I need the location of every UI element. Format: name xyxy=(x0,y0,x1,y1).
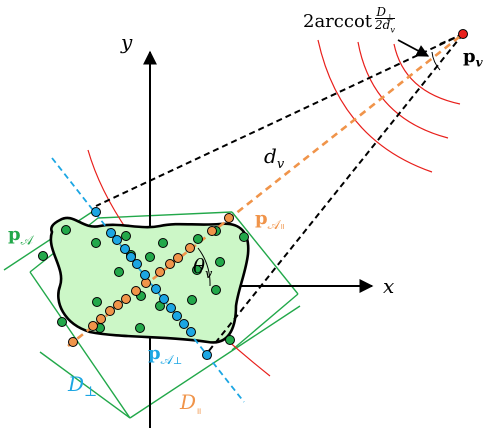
y-axis-label: y xyxy=(121,30,133,54)
ray-to-bottom-tangent xyxy=(207,33,464,353)
green-point xyxy=(158,238,168,248)
blue-point xyxy=(186,327,196,337)
green-points xyxy=(38,225,249,345)
arc-3 xyxy=(393,43,461,105)
d-par-bracket xyxy=(129,305,301,419)
green-point xyxy=(57,317,67,327)
blue-point xyxy=(172,311,182,321)
orange-point xyxy=(207,226,217,236)
blue-point xyxy=(179,319,189,329)
blue-point xyxy=(166,303,176,313)
orange-point xyxy=(173,253,183,263)
projection-frame xyxy=(3,209,301,419)
green-point xyxy=(225,335,235,345)
orange-point xyxy=(113,300,123,310)
green-point xyxy=(211,285,221,295)
green-point xyxy=(135,323,145,333)
green-point xyxy=(187,295,197,305)
orange-point xyxy=(105,306,115,316)
green-point xyxy=(114,267,124,277)
angle-label: θv xyxy=(193,254,213,282)
frame-line-top xyxy=(97,211,233,219)
d-par-label: D॥ xyxy=(180,390,202,417)
blue-point xyxy=(91,207,101,217)
orange-point xyxy=(121,294,131,304)
green-point xyxy=(92,297,102,307)
arc-2 xyxy=(357,41,449,139)
d-perp-bracket xyxy=(39,351,131,419)
orange-point xyxy=(88,321,98,331)
orange-points xyxy=(68,213,234,347)
green-point xyxy=(239,232,249,242)
blue-point xyxy=(140,270,150,280)
blue-point xyxy=(106,228,116,238)
green-point xyxy=(192,265,202,275)
viewpoint-marker xyxy=(458,29,468,39)
perpendicular-projection-label: p𝒜⊥ xyxy=(148,343,183,368)
green-point xyxy=(215,257,225,267)
green-point xyxy=(61,225,71,235)
orange-point xyxy=(131,286,141,296)
blue-point xyxy=(126,252,136,262)
blue-point xyxy=(112,235,122,245)
arccot-pointer-arrow xyxy=(397,39,430,57)
arccot-prefix: 2arccot xyxy=(303,10,373,32)
green-point xyxy=(38,251,48,261)
arccot-fraction: D⊥ 2dv xyxy=(375,5,395,35)
d-perp-label: D⊥ xyxy=(68,372,98,400)
orange-point xyxy=(185,243,195,253)
green-point xyxy=(121,231,131,241)
ray-to-top-tangent xyxy=(95,33,464,207)
blue-point xyxy=(159,294,169,304)
arc-1 xyxy=(317,39,433,173)
parallel-projection-label: p𝒜॥ xyxy=(255,208,285,233)
orange-point xyxy=(68,337,78,347)
viewpoint-label: pv xyxy=(463,46,483,70)
blue-points xyxy=(91,207,212,360)
viewpoint-angle-arc xyxy=(431,51,441,71)
blue-point xyxy=(151,284,161,294)
frame-line-right xyxy=(231,211,299,295)
x-axis-label: x xyxy=(383,274,395,298)
orange-point xyxy=(155,267,165,277)
arccot-label: 2arccot D⊥ 2dv xyxy=(303,5,396,35)
orange-point xyxy=(96,314,106,324)
green-point xyxy=(91,238,101,248)
distance-label: dv xyxy=(264,144,285,172)
blue-point xyxy=(132,259,142,269)
orange-point xyxy=(165,259,175,269)
frame-line-bottom-right xyxy=(231,293,299,351)
frame-line-left-lower xyxy=(29,271,131,419)
frame-line-left-outer xyxy=(3,209,96,271)
set-a-label: p𝒜 xyxy=(8,224,33,249)
blue-point xyxy=(202,350,212,360)
orange-point xyxy=(224,213,234,223)
theta-arc xyxy=(197,247,211,287)
green-point xyxy=(145,252,155,262)
green-point xyxy=(193,234,203,244)
blue-point xyxy=(120,244,130,254)
